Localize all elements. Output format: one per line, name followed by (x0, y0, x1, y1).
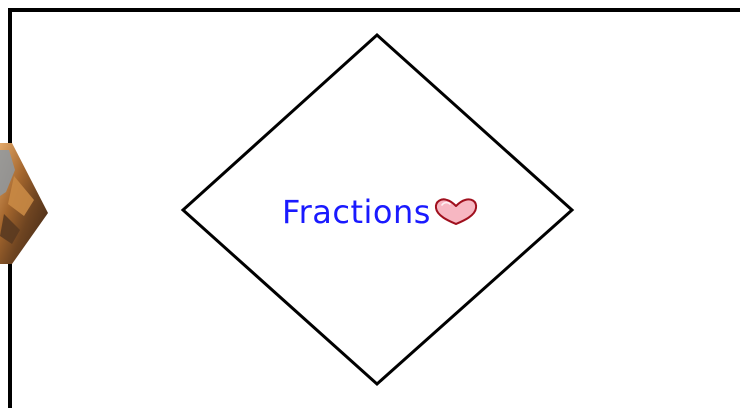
photo-fragment-icon (0, 143, 48, 264)
fractions-label: Fractions (282, 189, 431, 235)
center-label: Fractions (282, 189, 479, 235)
heart-icon (433, 196, 479, 228)
